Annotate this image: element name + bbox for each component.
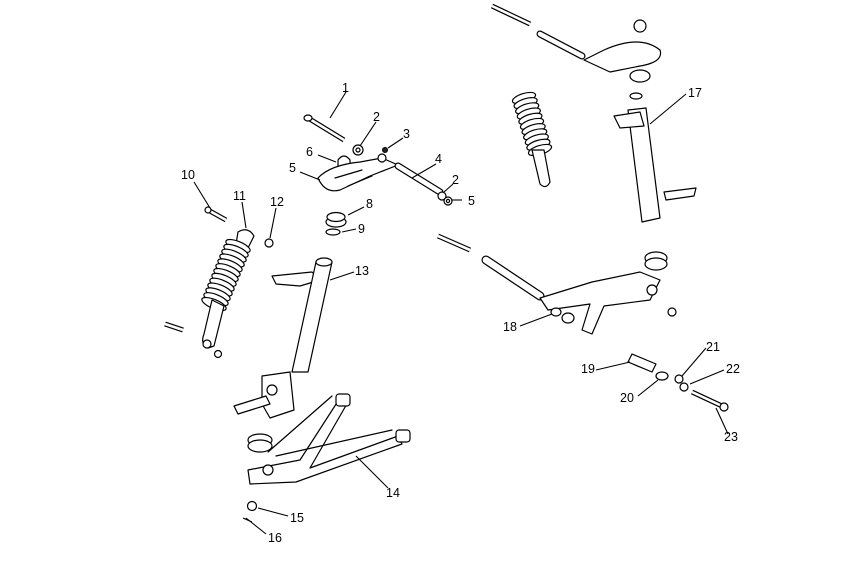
bolt-1 xyxy=(303,114,346,143)
washer-21 xyxy=(674,374,684,384)
callout-19: 19 xyxy=(581,362,595,376)
callout-2-right: 2 xyxy=(452,173,459,187)
nut-lower-left xyxy=(213,349,223,359)
shock-absorber-right xyxy=(511,91,553,188)
bolt-23 xyxy=(690,389,729,412)
callout-14: 14 xyxy=(386,486,400,500)
callout-13: 13 xyxy=(355,264,369,278)
bolt-10 xyxy=(204,206,228,223)
callout-12: 12 xyxy=(270,195,284,209)
bolt-top-right xyxy=(490,3,532,27)
washer-9 xyxy=(325,228,341,236)
bushing-18 xyxy=(550,307,575,324)
callout-20: 20 xyxy=(620,391,634,405)
nut-12 xyxy=(264,238,274,248)
washer-22 xyxy=(679,382,689,392)
sleeve-19 xyxy=(627,353,657,373)
callout-21: 21 xyxy=(706,340,720,354)
bolt-lower-left xyxy=(164,321,184,333)
callout-4: 4 xyxy=(435,152,442,166)
callout-1: 1 xyxy=(342,81,349,95)
shock-absorber-11 xyxy=(201,229,255,349)
bolt-lower-right xyxy=(436,233,472,253)
grease-nipple-3 xyxy=(382,147,388,153)
callout-labels: 1 2 3 4 5 6 2 5 8 9 10 11 12 13 14 15 16… xyxy=(181,81,740,545)
callout-18: 18 xyxy=(503,320,517,334)
callout-16: 16 xyxy=(268,531,282,545)
leader-lines xyxy=(193,91,729,535)
callout-23: 23 xyxy=(724,430,738,444)
callout-3: 3 xyxy=(403,127,410,141)
callout-6: 6 xyxy=(306,145,313,159)
callout-11: 11 xyxy=(233,189,246,203)
callout-15: 15 xyxy=(290,511,304,525)
steering-knuckle-13 xyxy=(233,257,333,419)
steering-knuckle-17 xyxy=(613,92,697,223)
bushing-20 xyxy=(655,371,669,381)
callout-22: 22 xyxy=(726,362,740,376)
callout-5-left: 5 xyxy=(289,161,296,175)
lower-a-arm-right xyxy=(481,255,677,335)
bump-stop-8 xyxy=(325,211,347,228)
lower-a-arm-14 xyxy=(247,393,411,485)
upper-a-arm-4 xyxy=(317,153,444,196)
bushing-2-left xyxy=(352,144,364,156)
boot-right xyxy=(644,251,668,271)
callout-2-left: 2 xyxy=(373,110,380,124)
callout-5-right: 5 xyxy=(468,194,475,208)
nut-15 xyxy=(246,500,258,512)
boot-lower-left xyxy=(247,433,273,453)
boot-upper-right xyxy=(629,69,651,83)
callout-17: 17 xyxy=(688,86,702,100)
washer-5-right xyxy=(443,196,453,206)
callout-10: 10 xyxy=(181,168,195,182)
callout-8: 8 xyxy=(366,197,373,211)
bushing-2-right xyxy=(437,191,447,201)
callout-9: 9 xyxy=(358,222,365,236)
upper-a-arm-right xyxy=(536,19,662,73)
